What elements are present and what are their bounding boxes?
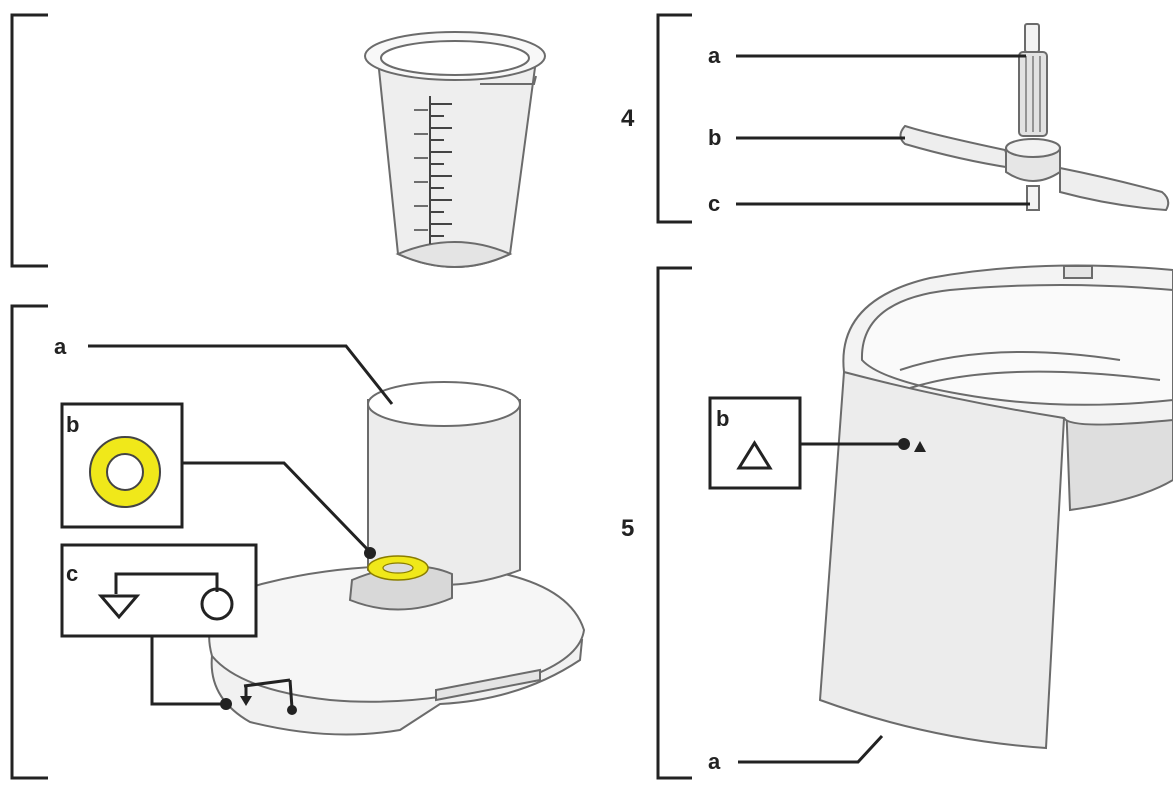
measuring-cup-opening bbox=[380, 40, 530, 76]
lid-assembly bbox=[208, 381, 586, 736]
measuring-cup-body bbox=[375, 48, 538, 268]
callout-line-a bbox=[88, 344, 394, 405]
callout-line-c bbox=[150, 636, 224, 706]
blade-shaft-top bbox=[1024, 23, 1040, 53]
measuring-cup-spout bbox=[480, 75, 537, 85]
blade-arm-left bbox=[899, 124, 1014, 170]
bowl-body bbox=[818, 370, 1066, 750]
callout-box-b bbox=[60, 402, 184, 529]
bracket-bottom-left bbox=[10, 304, 48, 780]
triangle-outline-icon bbox=[736, 440, 773, 470]
callout-label-a: a bbox=[54, 334, 67, 359]
bowl-triangle-marker-icon bbox=[914, 441, 926, 452]
blade-arm-right bbox=[1059, 166, 1170, 212]
callout-line-5a bbox=[738, 734, 884, 764]
callout-label-4c: c bbox=[708, 191, 720, 216]
callout-label-5b: b bbox=[716, 406, 729, 431]
group-4-number: 4 bbox=[621, 105, 635, 132]
feed-tube-opening bbox=[367, 381, 521, 427]
callout-label-b: b bbox=[66, 412, 79, 437]
callout-dot-c bbox=[220, 698, 232, 710]
callout-label-c: c bbox=[66, 561, 78, 586]
callout-box-c bbox=[60, 543, 258, 638]
lid-lock-dot-icon bbox=[287, 705, 297, 715]
triangle-circle-link-icon bbox=[97, 572, 234, 621]
callout-label-4b: b bbox=[708, 125, 721, 150]
bracket-4 bbox=[656, 13, 692, 224]
group-5-callouts bbox=[738, 442, 902, 764]
callout-line-b bbox=[182, 461, 372, 554]
measuring-scale bbox=[414, 96, 452, 244]
bottom-left-callouts bbox=[88, 344, 394, 706]
group-5-number: 5 bbox=[621, 515, 634, 542]
callout-label-4a: a bbox=[708, 43, 721, 68]
bowl-interior bbox=[860, 284, 1173, 406]
lid-slot bbox=[435, 668, 541, 702]
blade-hub-top bbox=[1005, 138, 1061, 158]
lid-base bbox=[208, 564, 586, 703]
measuring-cup-bottom bbox=[395, 241, 513, 268]
callout-label-5a: a bbox=[708, 749, 721, 774]
lid-lock-arrow-icon bbox=[240, 696, 252, 706]
callout-dot-b bbox=[364, 547, 376, 559]
kneading-blade bbox=[899, 23, 1170, 212]
group-4-callouts bbox=[736, 54, 1030, 206]
seal-ring-inner bbox=[382, 562, 414, 574]
mixing-bowl bbox=[818, 264, 1173, 750]
callout-dot-5b bbox=[898, 438, 910, 450]
bracket-5 bbox=[656, 266, 692, 780]
bowl-rim-tab bbox=[1063, 265, 1093, 279]
measuring-cup bbox=[364, 31, 546, 268]
brackets bbox=[10, 13, 692, 780]
blade-shaft-bottom bbox=[1026, 185, 1040, 211]
bracket-top-left bbox=[10, 13, 48, 268]
